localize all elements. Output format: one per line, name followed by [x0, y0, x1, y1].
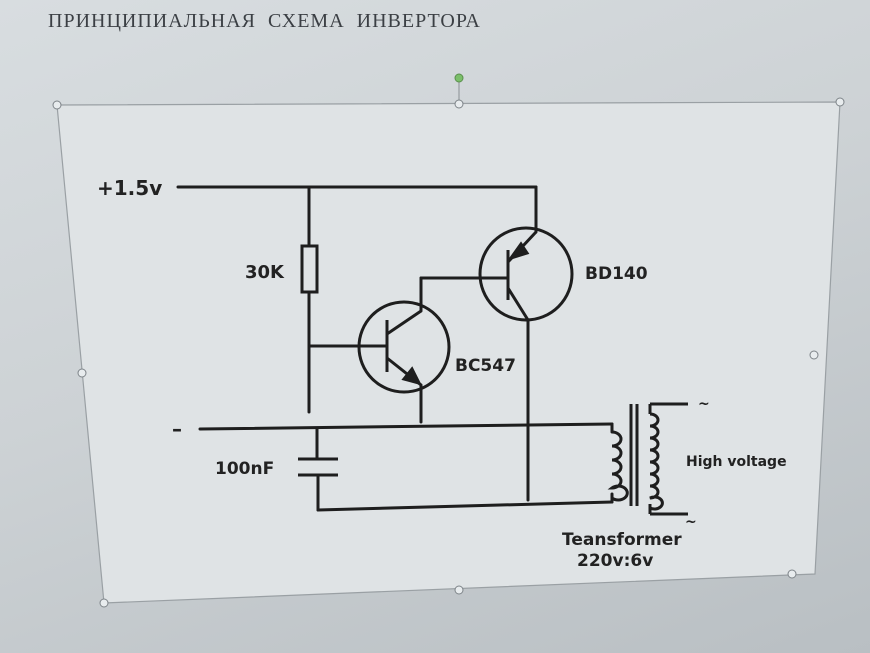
transformer-core: [629, 404, 639, 506]
resistor-30k: [300, 244, 319, 294]
resize-handles[interactable]: [52, 97, 845, 608]
transistor2-label: BD140: [585, 264, 648, 284]
handle-top-left[interactable]: [52, 100, 62, 110]
transformer-secondary-coil: [648, 402, 688, 516]
transformer-primary-coil: [607, 430, 629, 502]
capacitor-label: 100nF: [215, 459, 274, 479]
page-title: ПРИНЦИПИАЛЬНАЯ СХЕМА ИНВЕРТОРА: [48, 10, 481, 32]
handle-bottom-right[interactable]: [787, 569, 797, 579]
transistor1-label: BC547: [455, 356, 516, 376]
handle-bottom-center[interactable]: [454, 585, 464, 595]
handle-top-right[interactable]: [835, 97, 845, 107]
transformer-label-line2: 220v:6v: [577, 551, 653, 571]
rotate-handle[interactable]: [454, 73, 464, 83]
supply-label: +1.5v: [97, 176, 162, 200]
capacitor-100nf: [298, 457, 338, 477]
handle-middle-right[interactable]: [809, 350, 819, 360]
circuit-wires: [176, 185, 614, 512]
resistor-label: 30K: [245, 262, 285, 283]
tilde-top: ~: [698, 396, 710, 412]
transistor-bc547: [357, 300, 451, 394]
handle-top-center[interactable]: [454, 99, 464, 109]
ground-label: –: [172, 417, 182, 441]
handle-middle-left[interactable]: [77, 368, 87, 378]
transformer-label-line1: Teansformer: [562, 530, 682, 550]
handle-bottom-left[interactable]: [99, 598, 109, 608]
transistor-bd140: [478, 226, 574, 322]
output-label: High voltage: [686, 454, 787, 470]
tilde-bottom: ~: [685, 514, 697, 530]
